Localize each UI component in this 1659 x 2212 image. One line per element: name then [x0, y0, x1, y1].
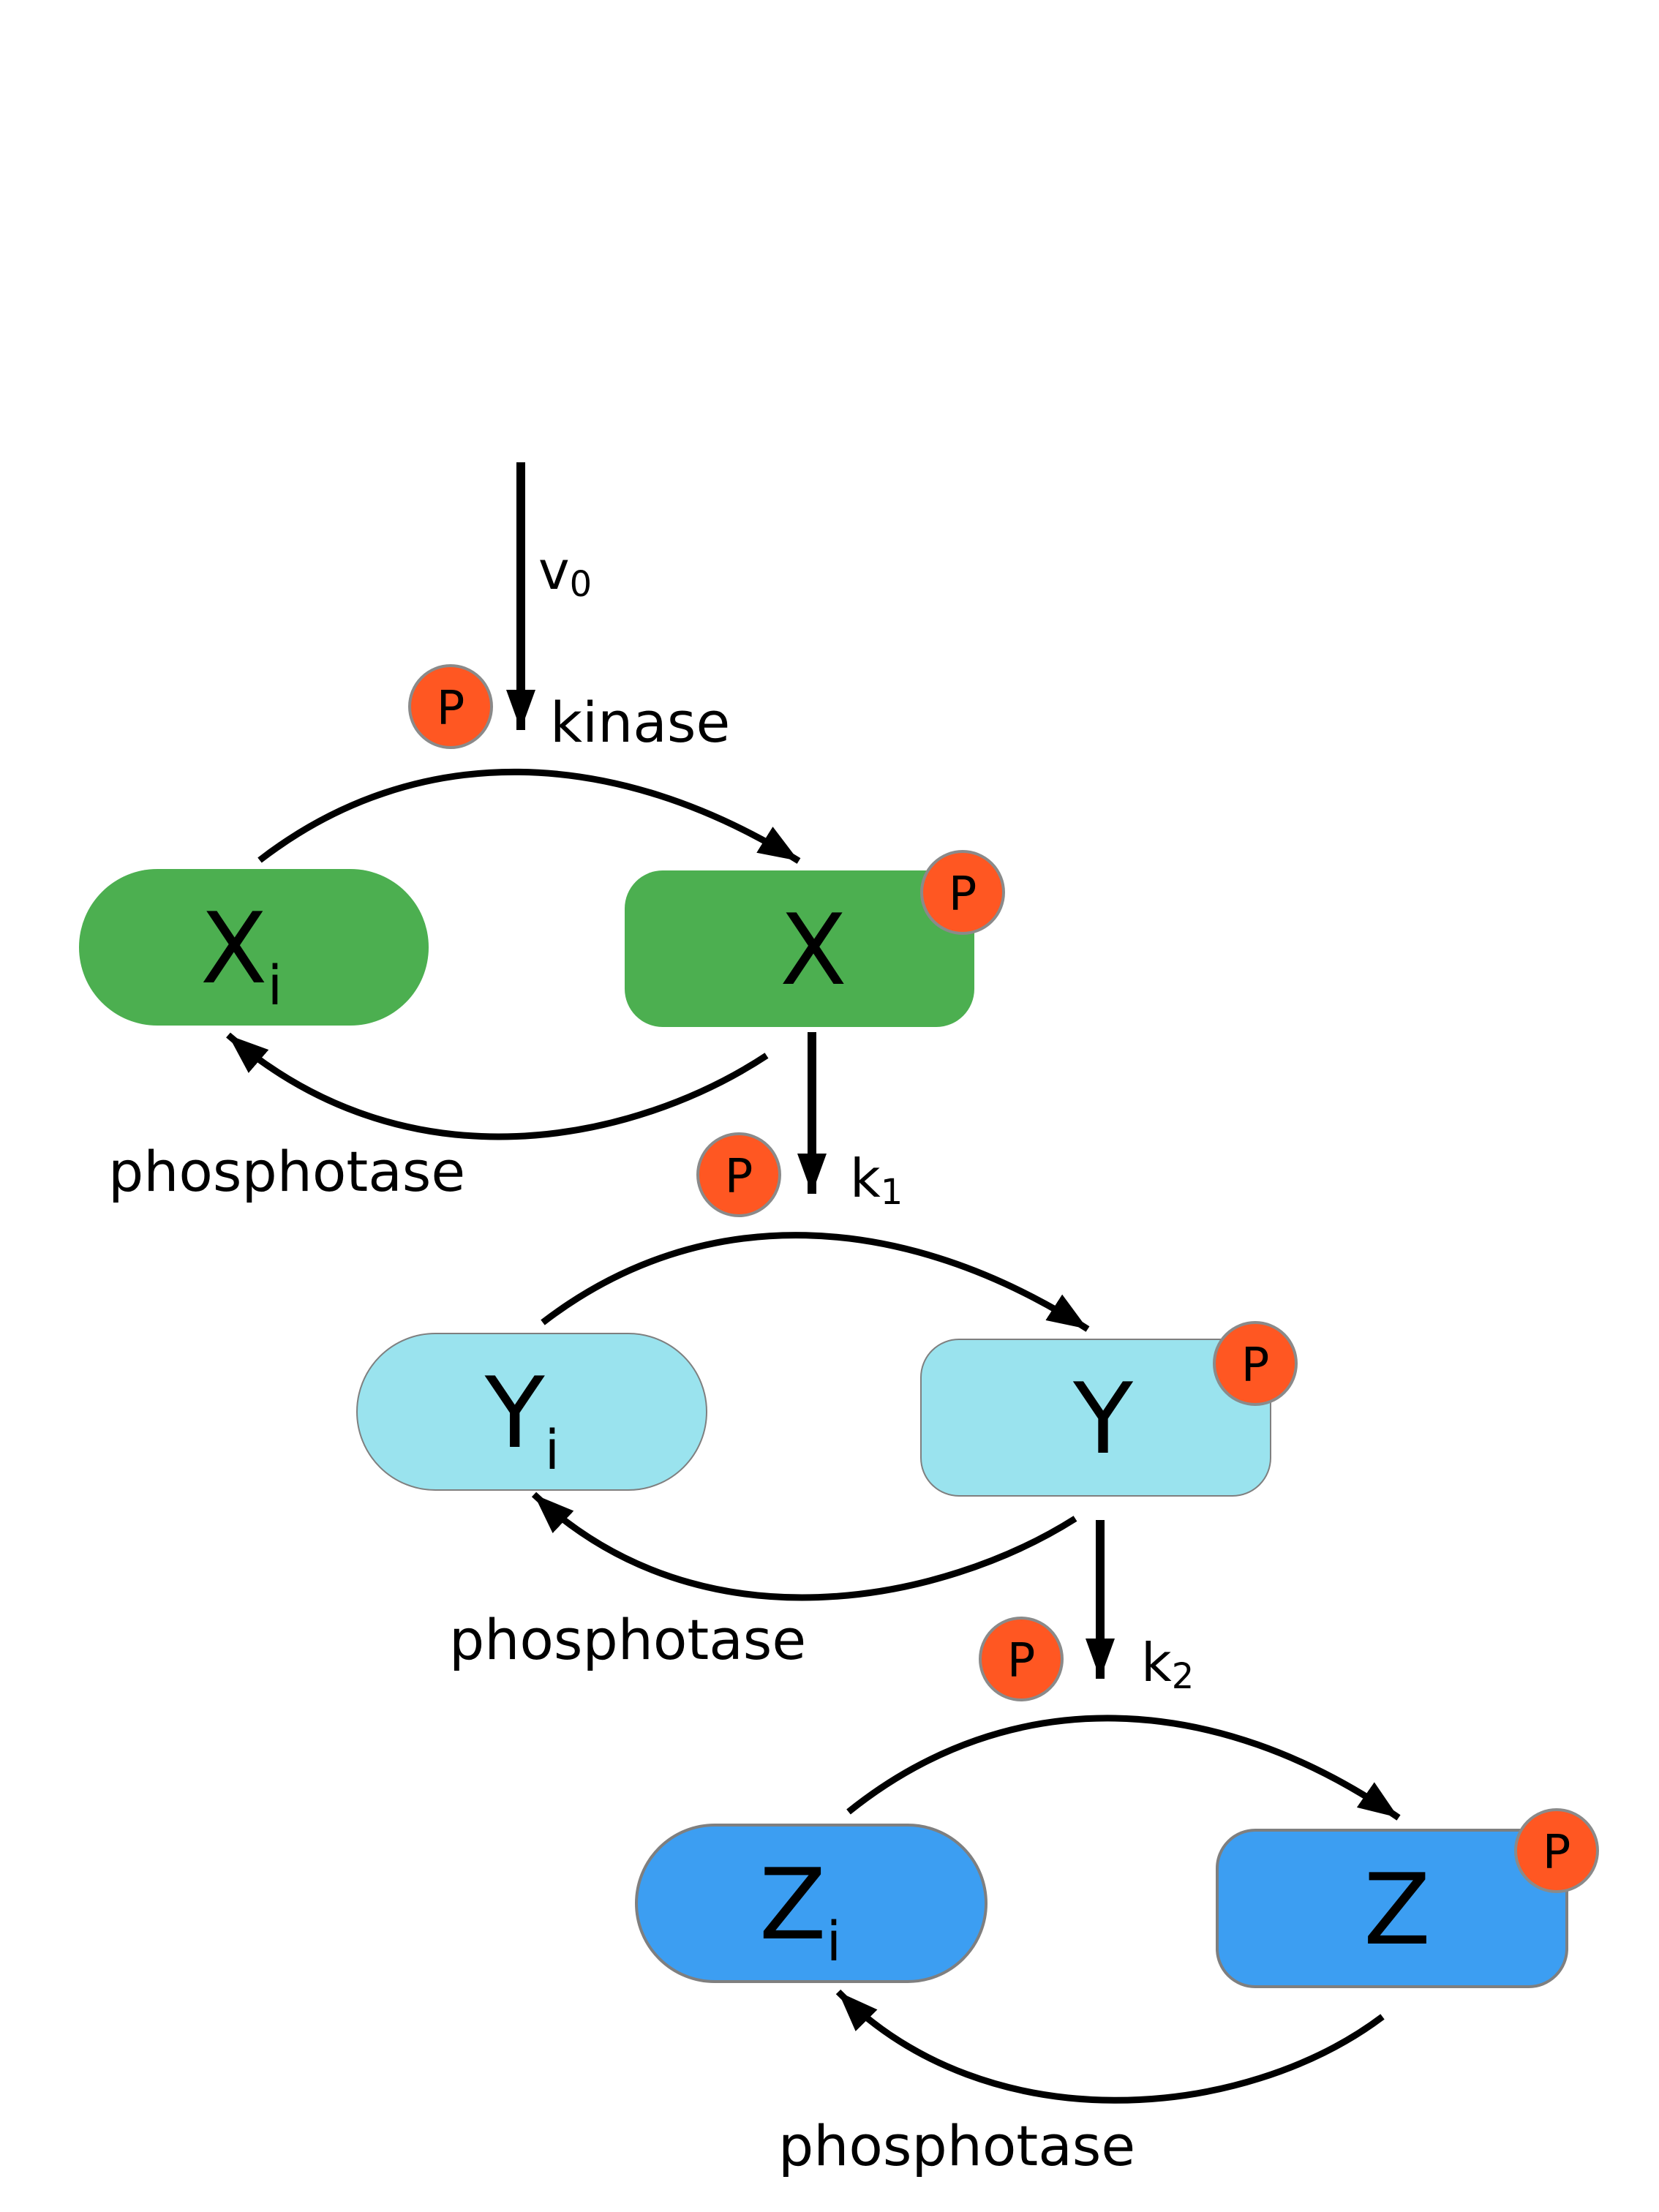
phosphate-circle: [1514, 1808, 1599, 1893]
phosphate-label: P: [725, 1150, 753, 1204]
phosphate-label: P: [1007, 1634, 1036, 1688]
node-x-phosphate-icon: P: [920, 850, 1005, 935]
node-y-active-label: Y: [1072, 1362, 1134, 1476]
node-x-inactive-label: Xi: [200, 892, 282, 1017]
node-x-active-label: X: [780, 893, 847, 1007]
k1-phosphate-icon: P: [696, 1132, 781, 1217]
phosphate-circle: [979, 1617, 1064, 1701]
node-z-active-label: Z: [1363, 1853, 1431, 1967]
node-x-active: [625, 870, 974, 1027]
node-y-active: [920, 1339, 1271, 1497]
y-phosphotase-label: phosphotase: [449, 1607, 806, 1672]
input-phosphate-icon: P: [408, 664, 493, 749]
arrow-x-dephosphorylation: [226, 1032, 769, 1140]
node-z-active: [1216, 1829, 1568, 1988]
node-y-inactive-label: Yi: [484, 1356, 560, 1482]
node-x-inactive: [79, 869, 429, 1026]
arrow-y-dephosphorylation: [531, 1491, 1077, 1601]
phosphate-circle: [920, 850, 1005, 935]
arrow-x-phosphorylation: [257, 768, 801, 864]
phosphate-circle: [1213, 1321, 1298, 1406]
phosphate-label: P: [1241, 1339, 1270, 1393]
k2-phosphate-icon: P: [979, 1617, 1064, 1701]
node-z-inactive-label: Zi: [759, 1848, 841, 1974]
node-z-phosphate-icon: P: [1514, 1808, 1599, 1893]
arrow-y-phosphorylation: [541, 1232, 1090, 1332]
input-rate-label: v0: [538, 540, 592, 605]
arrow-z-dephosphorylation: [835, 1989, 1385, 2104]
node-y-phosphate-icon: P: [1213, 1321, 1298, 1406]
phosphate-label: P: [949, 868, 977, 922]
arrow-z-phosphorylation: [846, 1715, 1401, 1821]
node-y-inactive: [356, 1333, 707, 1491]
k2-rate-label: k2: [1141, 1632, 1194, 1697]
phosphate-circle: [696, 1132, 781, 1217]
node-z-inactive: [635, 1824, 988, 1983]
phosphate-label: P: [437, 682, 465, 736]
kinase-label: kinase: [550, 690, 730, 755]
phosphate-circle: [408, 664, 493, 749]
x-phosphotase-label: phosphotase: [108, 1139, 465, 1204]
k1-rate-label: k1: [850, 1148, 903, 1213]
phosphate-label: P: [1543, 1826, 1571, 1880]
z-phosphotase-label: phosphotase: [778, 2113, 1135, 2178]
